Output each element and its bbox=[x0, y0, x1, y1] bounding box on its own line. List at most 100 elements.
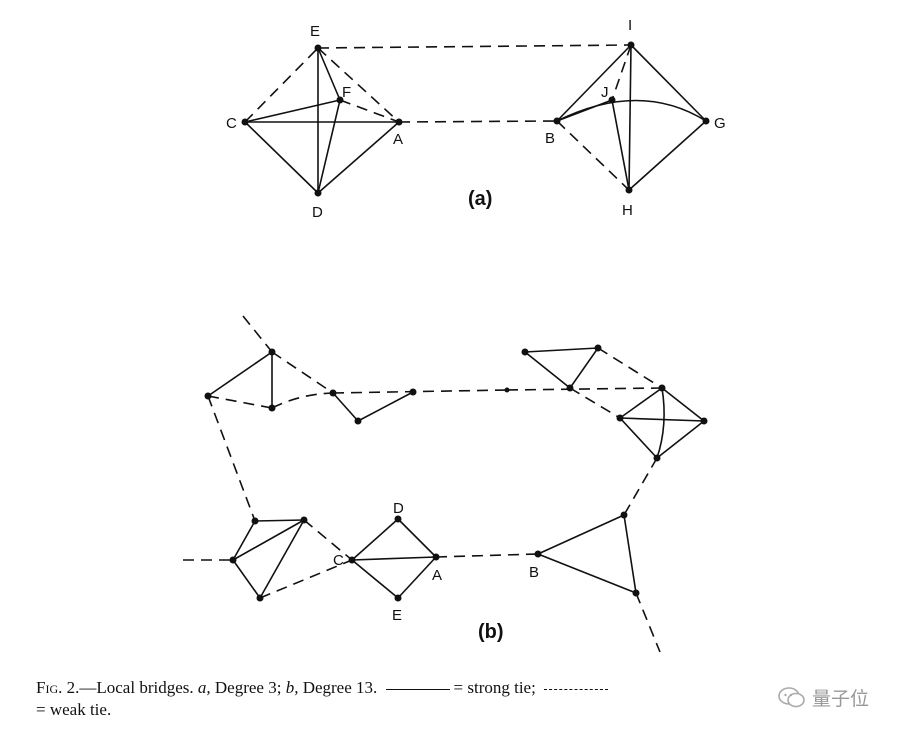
tie-b-s06 bbox=[524, 351, 571, 389]
tie-b-s03 bbox=[332, 392, 359, 422]
tie-I-H bbox=[628, 44, 632, 191]
caption-a-label: a, bbox=[197, 678, 211, 697]
tie-b-s19 bbox=[351, 518, 399, 561]
tie-b-w09 bbox=[623, 457, 658, 516]
strong-tie-legend-line bbox=[385, 688, 450, 690]
node-A bbox=[395, 118, 403, 126]
label-E: E bbox=[310, 23, 320, 40]
tie-b-w05 bbox=[332, 389, 508, 394]
tie-b-w02 bbox=[271, 351, 334, 394]
caption-fig-number: Fig. 2. bbox=[36, 678, 80, 697]
panel-a: E I F J C A B G D H (a) bbox=[226, 17, 726, 221]
tie-b-w15 bbox=[635, 592, 661, 653]
node-D bbox=[314, 189, 322, 197]
node-G bbox=[702, 117, 710, 125]
tie-b-s09 bbox=[661, 387, 705, 422]
tie-G-H bbox=[628, 120, 707, 191]
tie-I-G bbox=[630, 44, 707, 122]
node-b-E bbox=[394, 594, 402, 602]
tie-b-s22 bbox=[351, 559, 399, 599]
tie-b-s23 bbox=[397, 556, 437, 599]
label-D: D bbox=[312, 204, 323, 221]
node-J bbox=[608, 96, 616, 104]
node-b-A bbox=[432, 553, 440, 561]
tie-I-B bbox=[556, 44, 632, 122]
caption-dash: — bbox=[79, 678, 97, 697]
tie-b-w08 bbox=[569, 387, 621, 419]
tie-b-s20 bbox=[397, 518, 437, 558]
tie-C-D bbox=[244, 121, 319, 194]
node-B bbox=[553, 117, 561, 125]
tie-E-I bbox=[317, 44, 632, 49]
tie-b-s11 bbox=[619, 417, 658, 459]
tie-b-w06 bbox=[506, 387, 663, 391]
label-H: H bbox=[622, 202, 633, 219]
node-F bbox=[336, 96, 344, 104]
panel-b-label: (b) bbox=[478, 621, 504, 643]
label-b-C: C bbox=[333, 552, 344, 569]
node-b-C bbox=[348, 556, 356, 564]
node-b-03 bbox=[268, 404, 276, 412]
label-b-D: D bbox=[393, 500, 404, 517]
tie-b-s01 bbox=[207, 351, 273, 397]
wechat-icon bbox=[778, 686, 805, 707]
node-H bbox=[625, 186, 633, 194]
tie-C-F bbox=[244, 99, 341, 123]
tie-b-s17 bbox=[232, 559, 261, 599]
node-C bbox=[241, 118, 249, 126]
watermark: 量子位 bbox=[778, 684, 869, 711]
label-b-A: A bbox=[432, 567, 442, 584]
label-B: B bbox=[545, 130, 555, 147]
node-b-05 bbox=[354, 417, 362, 425]
node-b-09 bbox=[594, 344, 602, 352]
node-b-D bbox=[394, 515, 402, 523]
tie-b-w07 bbox=[597, 347, 663, 389]
node-b-20 bbox=[632, 589, 640, 597]
weak-tie-legend-line bbox=[544, 688, 609, 690]
tie-b-s21 bbox=[351, 556, 437, 561]
panel-b: D C A B E (b) bbox=[183, 315, 708, 653]
tie-E-F bbox=[317, 47, 341, 101]
node-b-B bbox=[534, 550, 542, 558]
tie-b-w03 bbox=[207, 395, 273, 409]
tie-b-s08 bbox=[619, 387, 663, 419]
tie-b-w13 bbox=[259, 559, 353, 599]
tie-J-H bbox=[611, 99, 630, 191]
caption-weak-text: = weak tie. bbox=[36, 700, 112, 719]
tie-b-s04 bbox=[357, 391, 414, 422]
label-C: C bbox=[226, 115, 237, 132]
tie-b-s24 bbox=[537, 514, 625, 555]
watermark-text: 量子位 bbox=[812, 688, 870, 710]
tie-b-s10 bbox=[619, 417, 705, 422]
tie-b-w01 bbox=[242, 315, 273, 353]
node-b-14 bbox=[653, 454, 661, 462]
caption-title: Local bridges. bbox=[96, 678, 194, 697]
panel-a-label: (a) bbox=[468, 188, 492, 210]
label-F: F bbox=[342, 84, 351, 101]
tie-F-D bbox=[317, 99, 341, 194]
node-b-10 bbox=[566, 384, 574, 392]
tie-b-s25 bbox=[537, 553, 637, 594]
tie-b-s16 bbox=[232, 519, 305, 561]
tie-A-B bbox=[398, 120, 558, 123]
caption-a-text: Degree 3; bbox=[214, 678, 282, 697]
label-A: A bbox=[393, 131, 403, 148]
tie-b-w14 bbox=[435, 553, 539, 558]
label-G: G bbox=[714, 115, 726, 132]
label-J: J bbox=[601, 84, 609, 101]
node-b-04 bbox=[329, 389, 337, 397]
tie-b-s05 bbox=[524, 347, 599, 353]
tie-B-G bbox=[556, 99, 707, 122]
figure-caption: Fig. 2.—Local bridges. a, Degree 3; b, D… bbox=[36, 677, 896, 721]
node-b-15 bbox=[620, 511, 628, 519]
tie-b-s12 bbox=[656, 420, 705, 459]
node-b-12 bbox=[616, 414, 624, 422]
caption-b-label: b, bbox=[285, 678, 299, 697]
node-b-11 bbox=[658, 384, 666, 392]
tie-J-B bbox=[556, 99, 613, 122]
node-b-02 bbox=[204, 392, 212, 400]
tie-b-s18 bbox=[259, 519, 305, 599]
label-b-B: B bbox=[529, 564, 539, 581]
tie-F-A bbox=[339, 99, 400, 123]
node-I bbox=[627, 41, 635, 49]
